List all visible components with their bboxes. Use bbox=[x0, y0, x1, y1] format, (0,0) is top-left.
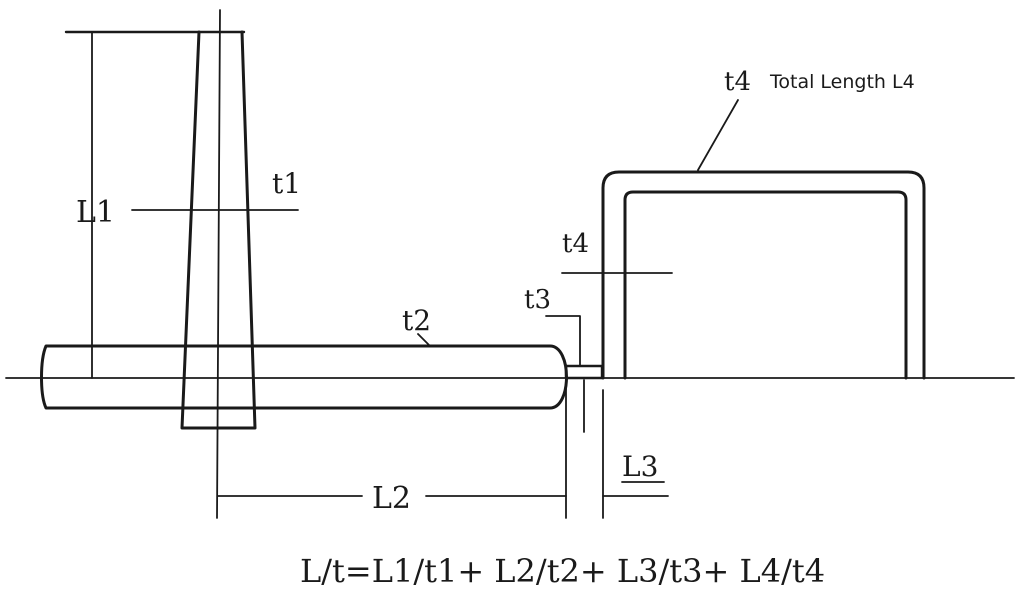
bent-tube-outer bbox=[601, 170, 926, 380]
t2-leader bbox=[417, 333, 431, 347]
label-t3: t3 bbox=[524, 285, 551, 315]
label-t1: t1 bbox=[272, 167, 301, 200]
connector-t3 bbox=[564, 364, 604, 380]
label-total-length: Total Length L4 bbox=[769, 71, 915, 93]
t3-leader bbox=[545, 315, 581, 367]
label-l2: L2 bbox=[372, 481, 411, 516]
label-t4-top: t4 bbox=[724, 67, 751, 97]
label-t4-side: t4 bbox=[562, 229, 589, 259]
label-t2: t2 bbox=[402, 304, 431, 337]
vertical-member-t1 bbox=[180, 30, 257, 430]
bent-tube-inner bbox=[623, 190, 908, 380]
t4-top-leader bbox=[697, 99, 739, 171]
label-l1: L1 bbox=[76, 195, 115, 230]
label-l3: L3 bbox=[622, 450, 658, 483]
formula: L/t=L1/t1+ L2/t2+ L3/t3+ L4/t4 bbox=[300, 552, 825, 590]
vertical-member-centerline bbox=[216, 9, 221, 519]
horizontal-rod-t2 bbox=[40, 344, 568, 410]
